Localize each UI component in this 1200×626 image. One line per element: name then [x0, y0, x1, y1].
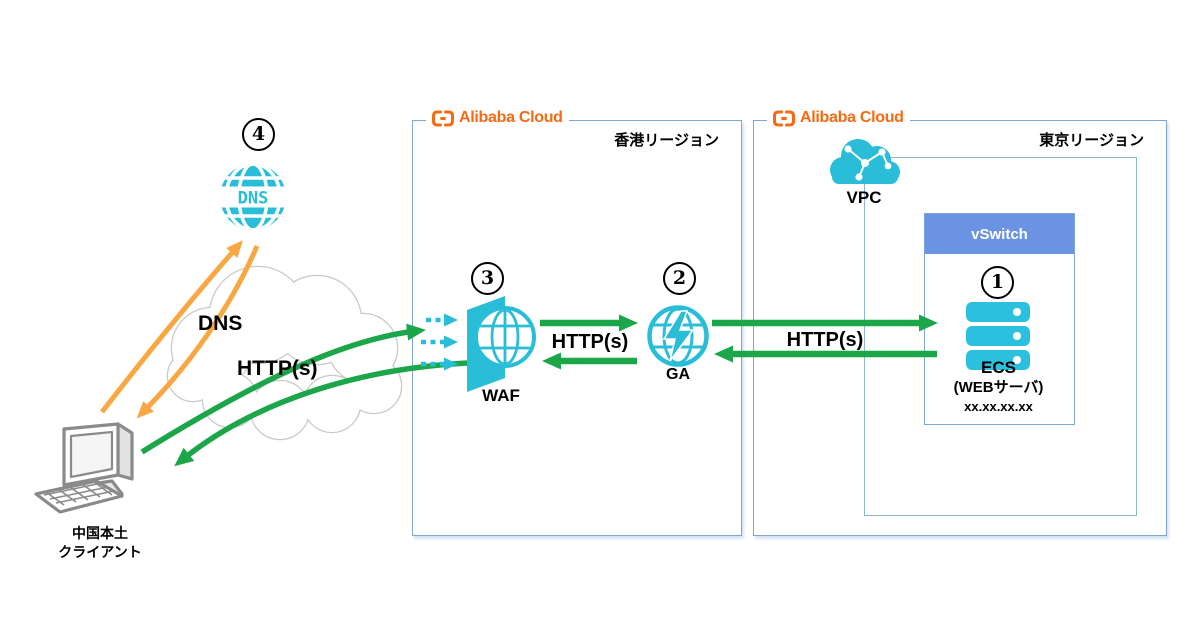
step-4-number: 4	[251, 123, 266, 145]
link-label-waf-ga: HTTP(s)	[551, 331, 629, 353]
step-3-badge: 3	[471, 262, 504, 295]
svg-text:DNS: DNS	[238, 189, 269, 209]
ecs-ip: xx.xx.xx.xx	[964, 399, 1033, 414]
step-1-badge: 1	[981, 266, 1014, 299]
alibaba-cloud-logo: Alibaba Cloud	[426, 109, 569, 127]
ga-globe-bolt-icon	[647, 305, 709, 367]
ecs-server-icon	[966, 302, 1030, 370]
internet-cloud	[166, 265, 403, 441]
cloud-dns-label: DNS	[198, 312, 243, 335]
ecs-sub-label: (WEBサーバ)	[953, 379, 1044, 396]
vpc-cloud-icon	[830, 139, 900, 184]
ecs-label: ECS	[981, 358, 1016, 377]
client-computer-icon	[34, 422, 134, 514]
alibaba-brackets-icon	[773, 110, 795, 126]
provider-label: Alibaba Cloud	[800, 109, 904, 126]
step-3-number: 3	[480, 267, 495, 289]
step-2-number: 2	[672, 267, 687, 289]
vpc-label: VPC	[846, 188, 882, 207]
region-box-tokyo: Alibaba Cloud 東京リージョン	[753, 109, 1167, 536]
step-2-badge: 2	[663, 262, 696, 295]
ecs-caption: ECS (WEBサーバ) xx.xx.xx.xx	[924, 358, 1073, 415]
region-name-tokyo: 東京リージョン	[1039, 132, 1144, 149]
ga-label: GA	[666, 366, 690, 383]
vswitch-title: vSwitch	[925, 214, 1074, 254]
link-label-ga-ecs: HTTP(s)	[786, 329, 864, 351]
cloud-http-label: HTTP(s)	[237, 357, 318, 380]
vpc-box	[864, 157, 1137, 516]
region-name-hongkong: 香港リージョン	[614, 132, 719, 149]
client-label: 中国本土 クライアント	[30, 524, 170, 562]
alibaba-brackets-icon	[432, 110, 454, 126]
step-4-badge: 4	[242, 118, 275, 151]
waf-shield-globe-icon	[467, 296, 536, 392]
client-label-line2: クライアント	[58, 544, 142, 560]
provider-label: Alibaba Cloud	[459, 109, 563, 126]
arrow-http-client-to-waf	[140, 323, 426, 455]
waf-label: WAF	[482, 386, 520, 405]
step-1-number: 1	[990, 271, 1005, 293]
client-label-line1: 中国本土	[72, 525, 128, 541]
alibaba-cloud-logo: Alibaba Cloud	[767, 109, 910, 127]
dns-globe-icon: DNS	[218, 164, 288, 230]
